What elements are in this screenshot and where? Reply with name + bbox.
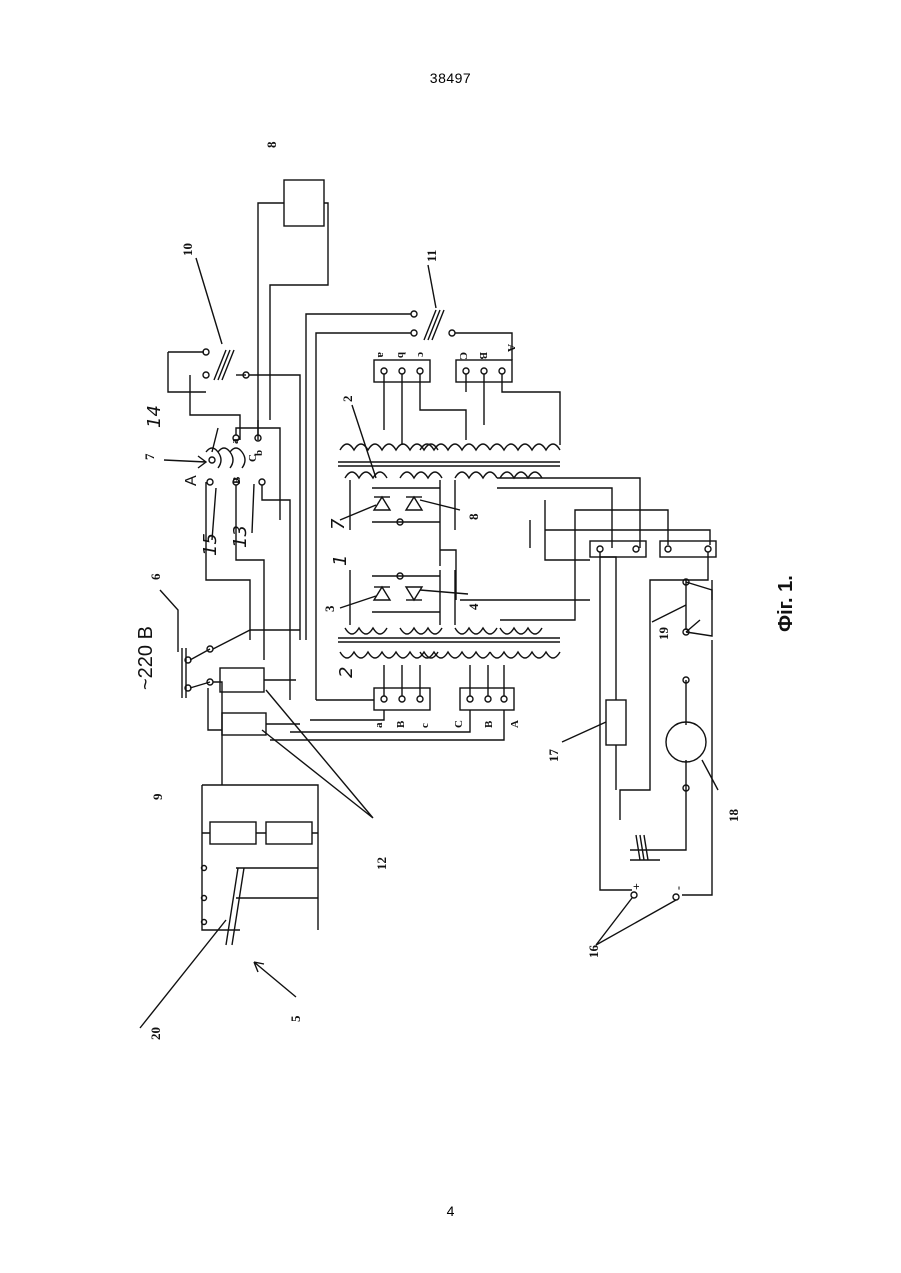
label-1: 1 [330, 555, 351, 566]
terminal-letter-A-lower: A [509, 720, 521, 728]
supply-label: ~220 B [135, 626, 157, 690]
resistor-19 [606, 700, 626, 745]
label-2-lower: 2 [336, 667, 357, 678]
label-8: 6 [148, 573, 163, 580]
rectifier-lower [350, 570, 455, 625]
arrow-label-A: A [183, 475, 200, 486]
resistor-11-left [210, 822, 256, 844]
label-11: 9 [150, 793, 165, 800]
terminal-letter-c-lower: c [419, 723, 431, 728]
terminal-letter-B-upper: B [477, 352, 489, 360]
terminal-letter-b-upper: b [395, 352, 407, 358]
component-14-upper [220, 668, 264, 692]
terminal-letter-C-upper: C [457, 352, 469, 360]
polarity-minus: - [671, 886, 685, 890]
switch-near-18 [630, 835, 660, 860]
figure-caption: Фіг. 1. [775, 575, 797, 632]
label-13: 11 [424, 250, 439, 262]
terminal-letter-c-upper: c [415, 352, 427, 357]
switch-block-11-22 [202, 785, 319, 945]
label-17: 15 [200, 533, 221, 556]
arrow-9 [164, 456, 206, 468]
label-12: 10 [180, 243, 195, 256]
polarity-plus: + [629, 883, 643, 890]
label-18: 16 [586, 945, 601, 959]
terminal-letter-a-lower: a [373, 722, 385, 728]
component-14-lower [222, 713, 266, 735]
terminal-letter-B-lower-left: B [395, 720, 407, 728]
terminal-letter-C-lower: C [453, 720, 465, 728]
resistor-11-right [266, 822, 312, 844]
label-6: 8 [466, 513, 481, 520]
terminal-letter-C: C [247, 454, 259, 462]
label-4: 4 [466, 603, 481, 610]
central-connector [440, 530, 456, 600]
label-16: 14 [144, 405, 165, 428]
upper-transformer-windings [338, 444, 560, 478]
leader-lines [140, 258, 718, 1028]
arrow-7 [254, 962, 296, 997]
lower-transformer-windings [338, 628, 560, 658]
label-20: 18 [726, 809, 741, 823]
terminal-letter-B-lower: B [483, 720, 495, 728]
unit-10-box [284, 180, 324, 226]
terminal-minus [673, 894, 679, 900]
label-19: 17 [546, 749, 561, 763]
label-2-upper: 2 [340, 396, 355, 403]
label-15: 13 [230, 525, 251, 548]
label-3: 3 [322, 605, 337, 612]
terminal-letter-B: B [231, 476, 243, 484]
terminal-letter-a-upper: a [375, 352, 387, 358]
meter-20 [666, 722, 706, 762]
unit-10-wires [258, 203, 328, 440]
output-terminal-block-1 [590, 541, 646, 557]
label-5: 7 [328, 518, 349, 530]
label-7: 5 [288, 1015, 303, 1022]
label-22: 20 [148, 1027, 163, 1040]
label-14: 12 [374, 857, 389, 870]
terminal-block-ABC-lower [460, 688, 514, 710]
terminal-letter-a: a [229, 438, 241, 444]
label-9: 7 [142, 453, 157, 460]
label-10: 8 [264, 141, 279, 148]
label-21: 19 [656, 627, 671, 641]
page-number: 4 [0, 1203, 901, 1219]
switch-21 [686, 582, 712, 636]
terminal-letter-A-upper: A [505, 344, 517, 352]
terminal-plus [631, 892, 637, 898]
